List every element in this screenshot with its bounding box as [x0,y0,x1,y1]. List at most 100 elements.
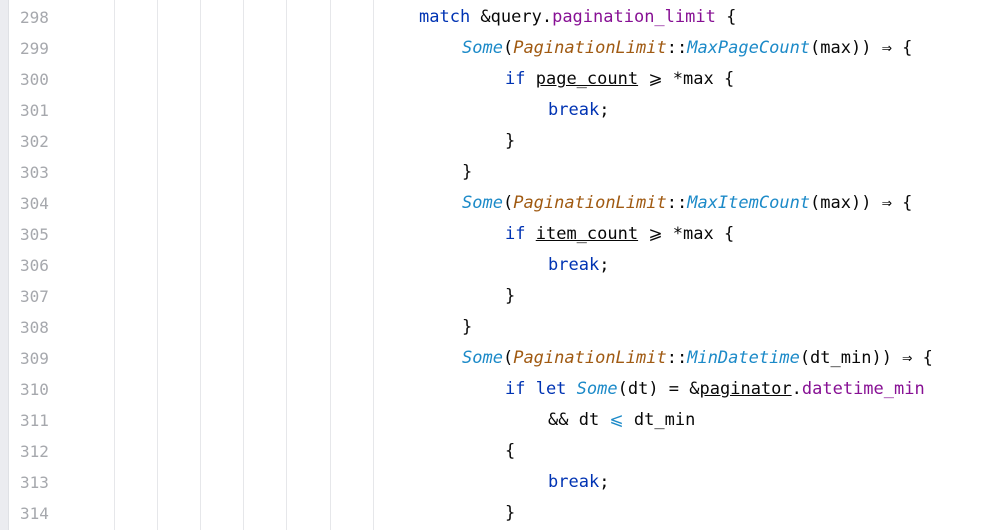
line-number: 307 [20,287,49,306]
line-number: 300 [20,70,49,89]
code-line[interactable]: 309 Some(PaginationLimit::MinDatetime(dt_… [0,343,992,374]
code-text: && dt ⩽ dt_min [548,405,695,436]
code-token [525,69,535,89]
code-line[interactable]: 306 break; [0,250,992,281]
code-token: (max)) ⇒ { [810,193,913,213]
code-token: MinDatetime [687,348,800,368]
code-token: break [548,472,600,492]
code-line[interactable]: 304 Some(PaginationLimit::MaxItemCount(ma… [0,188,992,219]
indent-guide [243,0,244,530]
code-token: } [462,317,473,337]
line-number: 310 [20,380,49,399]
code-token: item_count [535,224,639,244]
code-token: PaginationLimit [513,348,667,368]
indent-guide [114,0,115,530]
code-token: :: [666,348,688,368]
code-token: datetime_min [801,379,925,399]
code-token: Some [462,348,503,368]
line-number: 313 [20,473,49,492]
code-line[interactable]: 314} [0,498,992,529]
code-token: } [505,286,516,306]
code-text: break; [548,250,609,281]
line-number: 301 [20,101,49,120]
code-line[interactable]: 303} [0,157,992,188]
line-number: 299 [20,39,49,58]
code-token: &query. [470,7,553,27]
code-text: if page_count ⩾ *max { [505,64,734,95]
code-token: (dt_min)) ⇒ { [799,348,933,368]
code-text: } [462,312,472,343]
code-text: match &query.pagination_limit { [419,2,736,33]
indent-guide [200,0,201,530]
code-line[interactable]: 298 match &query.pagination_limit { [0,2,992,33]
code-token: ; [599,472,610,492]
code-token: dt_min [623,410,696,430]
editor-gutter-edge [0,0,9,530]
code-token: } [462,162,473,182]
code-token: (dt) = & [617,379,700,399]
indent-guide [373,0,374,530]
code-line[interactable]: 308} [0,312,992,343]
code-line[interactable]: 301 break; [0,95,992,126]
code-token: :: [666,38,688,58]
code-token: ( [502,38,514,58]
code-token: ( [502,193,514,213]
code-line[interactable]: 311 && dt ⩽ dt_min [0,405,992,436]
code-token: PaginationLimit [513,38,667,58]
code-token: break [548,100,600,120]
code-line[interactable]: 307} [0,281,992,312]
code-token: && dt [548,410,610,430]
code-text: } [505,498,515,529]
code-token: :: [666,193,688,213]
line-number: 312 [20,442,49,461]
code-text: break; [548,95,609,126]
line-number: 298 [20,8,49,27]
line-number: 308 [20,318,49,337]
code-token: MaxItemCount [687,193,811,213]
line-number: 311 [20,411,49,430]
code-token: { [505,441,516,461]
code-line[interactable]: 305 if item_count ⩾ *max { [0,219,992,250]
code-token: MaxPageCount [687,38,811,58]
code-text: } [505,126,515,157]
code-token: Some [462,193,503,213]
code-text: } [462,157,472,188]
code-text: if item_count ⩾ *max { [505,219,734,250]
line-number: 309 [20,349,49,368]
line-number: 303 [20,163,49,182]
code-token: pagination_limit [552,7,716,27]
code-token: if let [505,379,567,399]
code-token: } [505,503,516,523]
code-token: PaginationLimit [513,193,667,213]
code-line[interactable]: 313 break; [0,467,992,498]
line-number: 306 [20,256,49,275]
code-line[interactable]: 302} [0,126,992,157]
code-token: Some [462,38,503,58]
code-token: ⩾ *max { [638,224,735,244]
code-token: break [548,255,600,275]
line-number: 314 [20,504,49,523]
code-text: Some(PaginationLimit::MinDatetime(dt_min… [462,343,933,374]
code-token: (max)) ⇒ { [810,38,913,58]
indent-guide [157,0,158,530]
code-text: Some(PaginationLimit::MaxItemCount(max))… [462,188,912,219]
code-token: Some [576,379,618,399]
code-token: . [791,379,802,399]
code-text: Some(PaginationLimit::MaxPageCount(max))… [462,33,912,64]
code-line[interactable]: 312 { [0,436,992,467]
code-token: page_count [535,69,639,89]
code-token [525,224,535,244]
code-token: ⩾ *max { [638,69,735,89]
code-token: { [715,7,737,27]
code-line[interactable]: 300 if page_count ⩾ *max { [0,64,992,95]
code-token: ; [599,100,610,120]
code-token: } [505,131,516,151]
code-line[interactable]: 299 Some(PaginationLimit::MaxPageCount(ma… [0,33,992,64]
code-text: } [505,281,515,312]
code-token: ( [502,348,514,368]
code-token: ; [599,255,610,275]
line-number: 305 [20,225,49,244]
line-number: 304 [20,194,49,213]
